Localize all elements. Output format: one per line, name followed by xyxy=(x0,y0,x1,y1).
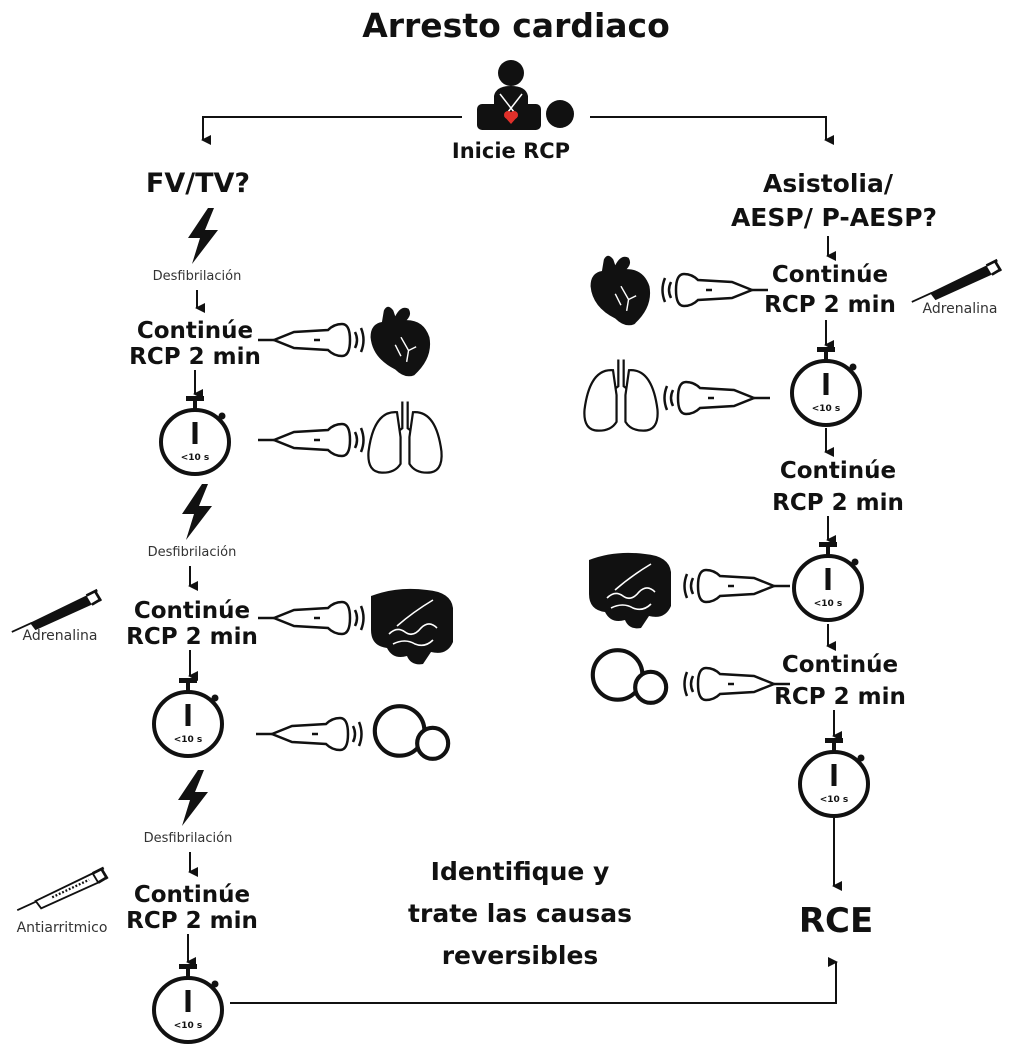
cpr-icon xyxy=(477,60,574,130)
center-note-line1: Identifique y xyxy=(431,857,610,886)
ultrasound-probe-icon xyxy=(683,568,790,604)
ultrasound-probe-icon xyxy=(258,600,365,636)
syringe-outline-icon xyxy=(15,866,109,912)
lightning-icon xyxy=(182,484,212,540)
timer-label: <10 s xyxy=(181,453,210,463)
right-question-line2: AESP/ P-AESP? xyxy=(731,203,937,232)
center-note-line2: trate las causas xyxy=(408,899,632,928)
start-label: Inicie RCP xyxy=(452,139,570,163)
r-step-continue-3-line2: RCP 2 min xyxy=(774,684,906,710)
r-step-continue-3-line1: Continúe xyxy=(782,652,898,678)
heart-icon xyxy=(369,306,431,378)
step-continue-2-line2: RCP 2 min xyxy=(126,624,258,650)
abdomen-icon xyxy=(370,588,454,666)
r-step-continue-2-line1: Continúe xyxy=(780,458,896,484)
branch-arrow-left xyxy=(201,116,462,145)
step-continue-3-line2: RCP 2 min xyxy=(126,908,258,934)
defib-label-3: Desfibrilación xyxy=(144,831,233,846)
drug-antiarritmico: Antiarritmico xyxy=(17,920,108,936)
branch-arrow-right xyxy=(590,116,834,145)
outcome-rce: RCE xyxy=(799,901,873,941)
timer-label: <10 s xyxy=(812,404,841,414)
left-question: FV/TV? xyxy=(146,168,250,199)
lightning-icon xyxy=(178,770,208,826)
timer-label: <10 s xyxy=(174,735,203,745)
step-continue-2-line1: Continúe xyxy=(134,598,250,624)
ultrasound-probe-icon xyxy=(256,716,363,752)
syringe-icon xyxy=(910,258,1003,304)
r-step-continue-2-line2: RCP 2 min xyxy=(772,490,904,516)
bladder-circles-icon xyxy=(375,706,448,759)
r-step-continue-1-line1: Continúe xyxy=(772,262,888,288)
step-continue-1-line2: RCP 2 min xyxy=(129,344,261,370)
ultrasound-probe-icon xyxy=(258,422,365,458)
abdomen-icon xyxy=(588,552,672,630)
defib-label-2: Desfibrilación xyxy=(148,545,237,560)
center-note-line3: reversibles xyxy=(442,941,599,970)
drug-adrenalina-left: Adrenalina xyxy=(23,628,98,644)
bottom-arrow-to-rce xyxy=(230,957,838,1004)
step-continue-1-line1: Continúe xyxy=(137,318,253,344)
lungs-icon xyxy=(583,358,659,432)
ultrasound-probe-icon xyxy=(661,272,768,308)
syringe-icon xyxy=(10,588,103,634)
ultrasound-probe-icon xyxy=(258,322,365,358)
lightning-icon xyxy=(188,208,218,264)
right-question-line1: Asistolia/ xyxy=(763,169,894,198)
bladder-circles-icon xyxy=(593,650,666,703)
lungs-icon xyxy=(367,400,443,474)
drug-adrenalina-right: Adrenalina xyxy=(923,301,998,317)
diagram-title: Arresto cardiaco xyxy=(362,6,670,45)
ultrasound-probe-icon xyxy=(663,380,770,416)
heart-icon xyxy=(589,255,651,327)
step-continue-3-line1: Continúe xyxy=(134,882,250,908)
r-step-continue-1-line2: RCP 2 min xyxy=(764,292,896,318)
timer-label: <10 s xyxy=(820,795,849,805)
timer-label: <10 s xyxy=(814,599,843,609)
timer-label: <10 s xyxy=(174,1021,203,1031)
defib-label-1: Desfibrilación xyxy=(153,269,242,284)
